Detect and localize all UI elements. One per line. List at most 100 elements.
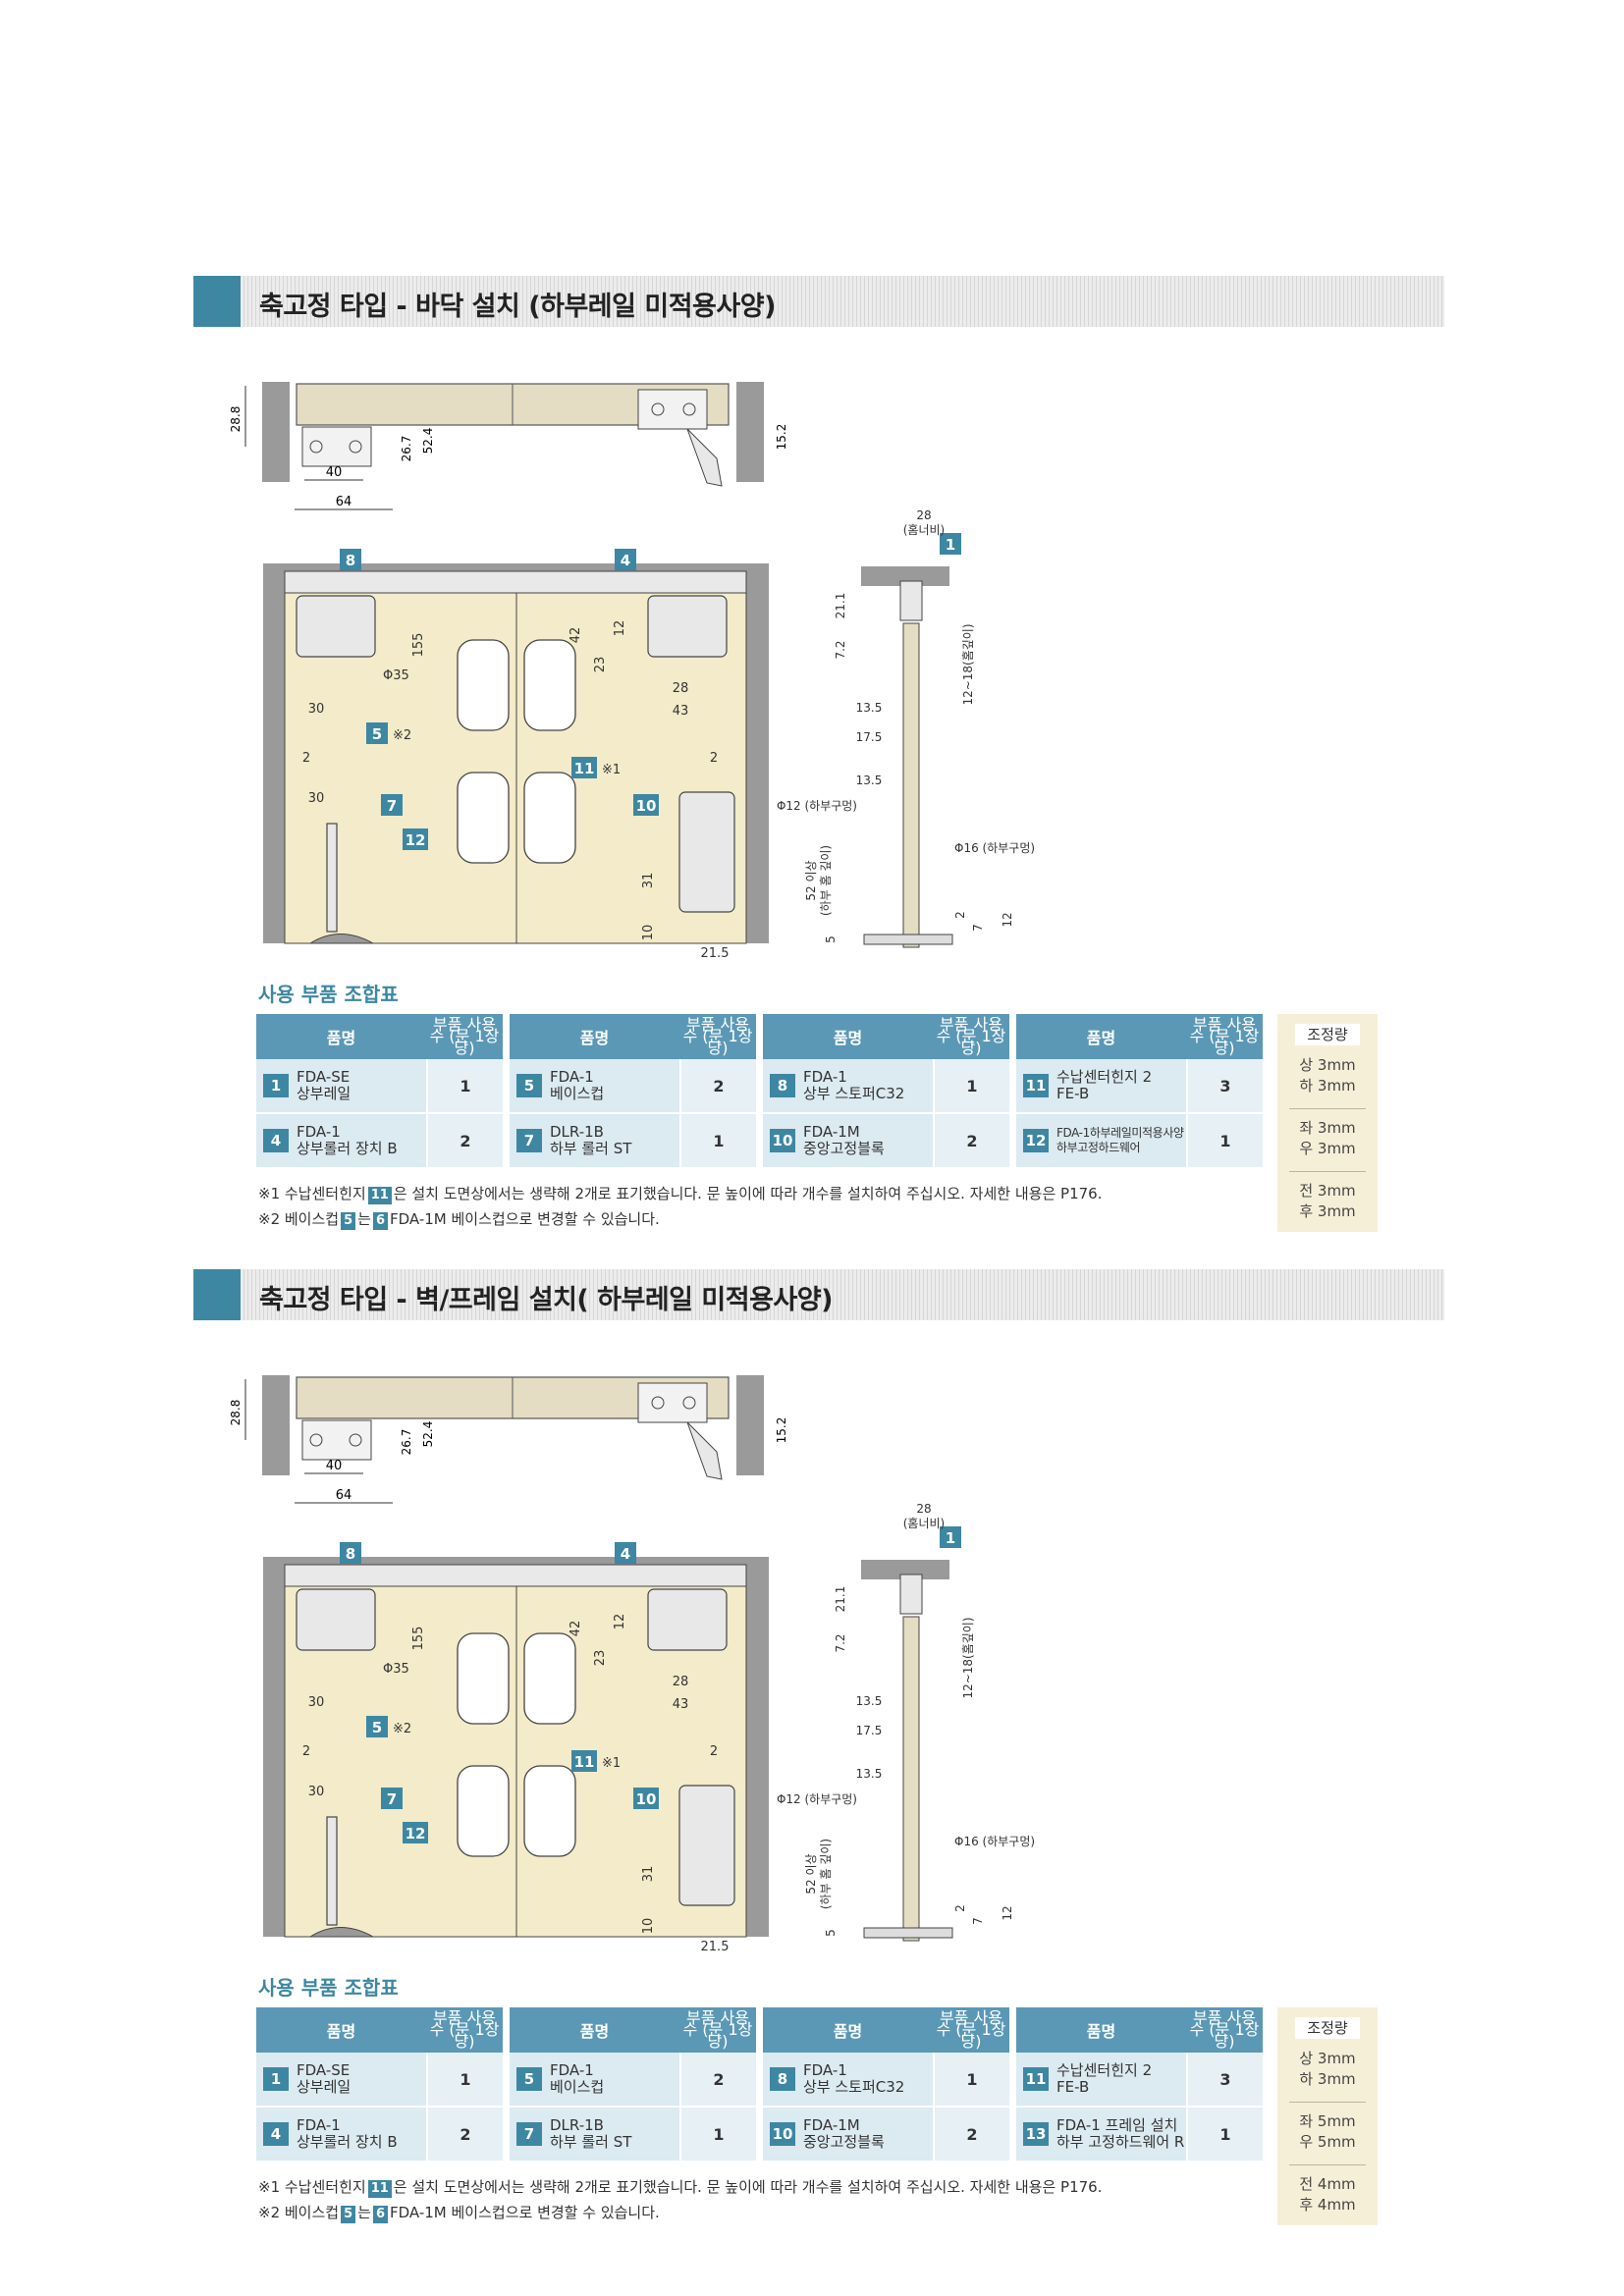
svg-text:(하부 홈 깊이): (하부 홈 깊이) bbox=[819, 845, 833, 916]
diagram-svg: 28.8 40 64 26.7 52.4 15.2 bbox=[229, 382, 1035, 961]
svg-text:28.8: 28.8 bbox=[229, 406, 243, 433]
part-qty: 1 bbox=[426, 1059, 503, 1114]
svg-text:1: 1 bbox=[946, 1529, 955, 1547]
svg-text:10: 10 bbox=[641, 1918, 656, 1935]
svg-text:12: 12 bbox=[613, 620, 627, 637]
part-qty: 3 bbox=[1186, 2053, 1263, 2108]
part-qty: 1 bbox=[933, 2053, 1009, 2108]
side-section: 1 28 (홈너비) 21.1 7.2 12~18(홈깊이) 13.5 17.5… bbox=[777, 1502, 1035, 1942]
adjustment-title: 조정량 bbox=[1295, 1024, 1360, 1045]
parts-table-title: 사용 부품 조합표 bbox=[258, 983, 399, 1006]
side-section: 1 28 (홈너비) 21.1 7.2 12~18(홈깊이) 13.5 17.5… bbox=[777, 508, 1035, 948]
part-number-badge: 7 bbox=[516, 2122, 542, 2146]
part-number-badge: 5 bbox=[516, 2067, 542, 2091]
col-header-name: 품명 bbox=[510, 2007, 679, 2053]
svg-text:11: 11 bbox=[574, 1753, 595, 1771]
part-qty: 1 bbox=[679, 1114, 756, 1169]
part-number-badge: 1 bbox=[263, 1074, 289, 1097]
svg-text:(하부 홈 깊이): (하부 홈 깊이) bbox=[819, 1839, 833, 1909]
svg-text:※2: ※2 bbox=[393, 728, 411, 743]
col-header-name: 품명 bbox=[256, 2007, 426, 2053]
parts-table-title: 사용 부품 조합표 bbox=[258, 1976, 399, 2000]
col-header-name: 품명 bbox=[1016, 2007, 1186, 2053]
svg-text:5: 5 bbox=[372, 725, 382, 743]
svg-text:Φ16 (하부구멍): Φ16 (하부구멍) bbox=[954, 1835, 1035, 1848]
svg-text:10: 10 bbox=[636, 797, 657, 815]
part-number-badge: 4 bbox=[263, 1129, 289, 1152]
installation-diagram: 28.8 40 64 26.7 52.4 15.2 bbox=[226, 370, 1090, 979]
part-qty: 2 bbox=[426, 1114, 503, 1169]
part-number-badge: 7 bbox=[516, 1129, 542, 1152]
svg-text:21.5: 21.5 bbox=[701, 946, 730, 961]
table-header-row: 품명 부품 사용수 (문 1장당) 품명 부품 사용수 (문 1장당) 품명 부… bbox=[256, 2007, 1263, 2053]
header-accent bbox=[193, 1269, 241, 1320]
part-number-badge: 10 bbox=[770, 2122, 795, 2146]
svg-text:28: 28 bbox=[916, 1502, 931, 1516]
svg-text:64: 64 bbox=[336, 1488, 352, 1503]
svg-text:12: 12 bbox=[406, 831, 426, 849]
svg-text:2: 2 bbox=[710, 751, 718, 766]
svg-text:2: 2 bbox=[953, 911, 967, 919]
part-qty: 2 bbox=[426, 2108, 503, 2163]
part-qty: 1 bbox=[679, 2108, 756, 2163]
svg-text:7: 7 bbox=[971, 1917, 985, 1925]
svg-text:13.5: 13.5 bbox=[856, 701, 883, 715]
svg-text:17.5: 17.5 bbox=[856, 730, 883, 744]
svg-text:4: 4 bbox=[621, 1545, 630, 1563]
svg-text:31: 31 bbox=[641, 873, 656, 889]
svg-text:(홈너비): (홈너비) bbox=[903, 523, 945, 537]
part-number-badge: 8 bbox=[770, 2067, 795, 2091]
svg-text:15.2: 15.2 bbox=[775, 424, 788, 451]
part-number-badge: 10 bbox=[770, 1129, 795, 1152]
svg-text:12: 12 bbox=[1001, 1905, 1014, 1920]
svg-text:※2: ※2 bbox=[393, 1722, 411, 1736]
svg-text:52 이상: 52 이상 bbox=[804, 860, 818, 900]
parts-table: 품명 부품 사용수 (문 1장당) 품명 부품 사용수 (문 1장당) 품명 부… bbox=[256, 1014, 1263, 1169]
part-qty: 2 bbox=[933, 1114, 1009, 1169]
svg-text:21.1: 21.1 bbox=[834, 593, 847, 619]
svg-text:8: 8 bbox=[346, 1545, 355, 1563]
svg-text:13.5: 13.5 bbox=[856, 1767, 883, 1781]
col-header-qty: 부품 사용수 (문 1장당) bbox=[933, 1014, 1009, 1059]
svg-text:2: 2 bbox=[302, 1744, 310, 1759]
diagram-svg: 28.8 40 64 26.7 52.4 15.2 bbox=[229, 1375, 1035, 1954]
part-number-badge: 1 bbox=[263, 2067, 289, 2091]
svg-text:42: 42 bbox=[568, 627, 583, 644]
svg-text:7: 7 bbox=[387, 797, 397, 815]
svg-text:28: 28 bbox=[916, 508, 931, 522]
svg-text:30: 30 bbox=[308, 1695, 325, 1710]
part-qty: 1 bbox=[1186, 2108, 1263, 2163]
svg-text:30: 30 bbox=[308, 1785, 325, 1799]
svg-text:21.5: 21.5 bbox=[701, 1940, 730, 1954]
col-header-name: 품명 bbox=[510, 1014, 679, 1059]
svg-text:7: 7 bbox=[971, 924, 985, 932]
table-header-row: 품명 부품 사용수 (문 1장당) 품명 부품 사용수 (문 1장당) 품명 부… bbox=[256, 1014, 1263, 1059]
svg-text:13.5: 13.5 bbox=[856, 1694, 883, 1708]
svg-text:1: 1 bbox=[946, 536, 955, 554]
svg-text:5: 5 bbox=[824, 935, 838, 943]
svg-text:155: 155 bbox=[411, 1627, 426, 1651]
col-header-qty: 부품 사용수 (문 1장당) bbox=[679, 1014, 756, 1059]
front-elevation: 8 4 5 11 7 12 10 ※2 ※1 155 42 23 12 28 4… bbox=[263, 1542, 769, 1954]
svg-text:7.2: 7.2 bbox=[834, 640, 847, 659]
svg-text:12~18(홈깊이): 12~18(홈깊이) bbox=[961, 1617, 975, 1698]
installation-diagram: 28.8 40 64 26.7 52.4 15.2 bbox=[226, 1363, 1090, 1972]
